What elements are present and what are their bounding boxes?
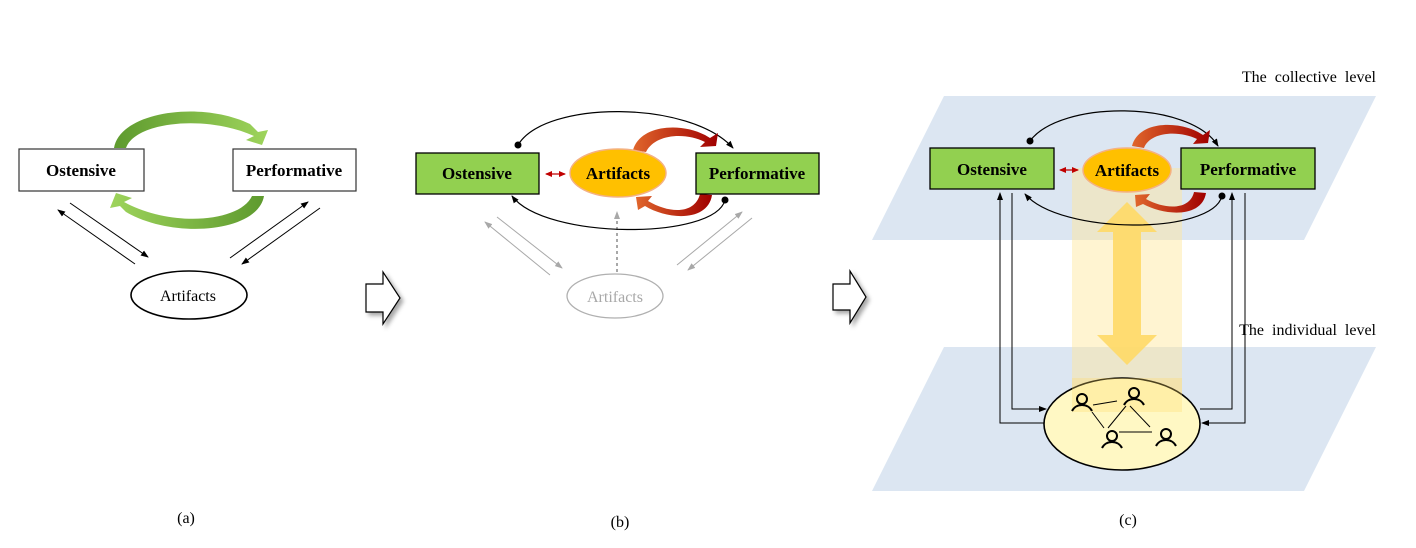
ostensive-label: Ostensive bbox=[442, 164, 512, 183]
artifacts-label: Artifacts bbox=[586, 164, 651, 183]
caption-c: (c) bbox=[1119, 512, 1137, 529]
ostensive-label: Ostensive bbox=[957, 160, 1027, 179]
arrow-artifacts-to-performative bbox=[229, 201, 309, 259]
red-loop-arrow-top bbox=[633, 127, 718, 152]
connector-ostensive-to-group bbox=[1011, 193, 1047, 412]
artifacts-label: Artifacts bbox=[160, 288, 216, 305]
arc-ostensive-to-performative bbox=[514, 111, 734, 149]
person-icon bbox=[1155, 428, 1177, 447]
faded-artifacts-ellipse bbox=[566, 273, 664, 319]
translucent-column-overlay bbox=[1072, 378, 1182, 412]
person-icon bbox=[1123, 387, 1145, 406]
artifacts-label: Artifacts bbox=[1095, 161, 1160, 180]
artifacts-ellipse bbox=[1082, 147, 1172, 193]
vertical-double-arrow bbox=[1097, 202, 1157, 365]
arrow-performative-to-artifacts bbox=[241, 207, 321, 265]
artifacts-ellipse bbox=[569, 148, 667, 198]
network-link bbox=[1107, 405, 1127, 429]
green-loop-arrow-bottom bbox=[110, 193, 264, 229]
performative-label: Performative bbox=[1200, 160, 1297, 179]
block-arrow-right-icon bbox=[832, 268, 867, 326]
panel-b: Artifacts Ostensive Performative Artifac… bbox=[415, 111, 820, 531]
arrow-ostensive-to-artifacts bbox=[69, 202, 149, 258]
panel-c: The collective level The individual leve… bbox=[872, 69, 1377, 529]
person-icon bbox=[1101, 430, 1123, 449]
group-ellipse bbox=[1043, 377, 1201, 471]
arc-performative-to-ostensive bbox=[511, 195, 729, 231]
arc-ostensive-to-performative bbox=[1026, 110, 1219, 147]
green-loop-arrow-top bbox=[114, 111, 268, 148]
arc-performative-to-ostensive bbox=[1024, 192, 1226, 226]
faded-arrow-2 bbox=[496, 216, 563, 269]
network-link bbox=[1129, 405, 1151, 428]
performative-box bbox=[232, 148, 357, 192]
collective-level-label: The collective level bbox=[1242, 69, 1377, 86]
arrow-artifacts-to-ostensive bbox=[57, 209, 136, 265]
performative-box bbox=[695, 152, 820, 195]
performative-label: Performative bbox=[709, 164, 806, 183]
connector-group-to-ostensive bbox=[997, 192, 1044, 424]
red-loop-arrow-top bbox=[1132, 124, 1210, 148]
faded-arrow-4 bbox=[687, 217, 753, 271]
faded-arrow-3 bbox=[676, 211, 743, 266]
ostensive-box bbox=[415, 152, 540, 195]
ostensive-box bbox=[929, 147, 1055, 190]
connector-performative-to-group bbox=[1201, 193, 1246, 426]
faded-arrow-1 bbox=[484, 221, 551, 276]
network-link bbox=[1091, 411, 1105, 429]
person-icon bbox=[1071, 393, 1093, 412]
network-link bbox=[1092, 400, 1118, 406]
performative-box bbox=[1180, 147, 1316, 190]
artifacts-ellipse bbox=[130, 270, 248, 320]
individual-level-label: The individual level bbox=[1239, 322, 1376, 339]
caption-a: (a) bbox=[177, 510, 195, 527]
faded-artifacts-label: Artifacts bbox=[587, 289, 643, 306]
red-loop-arrow-bottom bbox=[1135, 192, 1206, 213]
ostensive-label: Ostensive bbox=[46, 161, 116, 180]
block-arrow-right-icon bbox=[365, 269, 401, 327]
connector-group-to-performative bbox=[1200, 192, 1235, 410]
ostensive-box bbox=[18, 148, 145, 192]
performative-label: Performative bbox=[246, 161, 343, 180]
panel-a: Ostensive Performative Artifacts (a) bbox=[18, 111, 357, 527]
caption-b: (b) bbox=[611, 514, 630, 531]
red-loop-arrow-bottom bbox=[636, 194, 712, 217]
